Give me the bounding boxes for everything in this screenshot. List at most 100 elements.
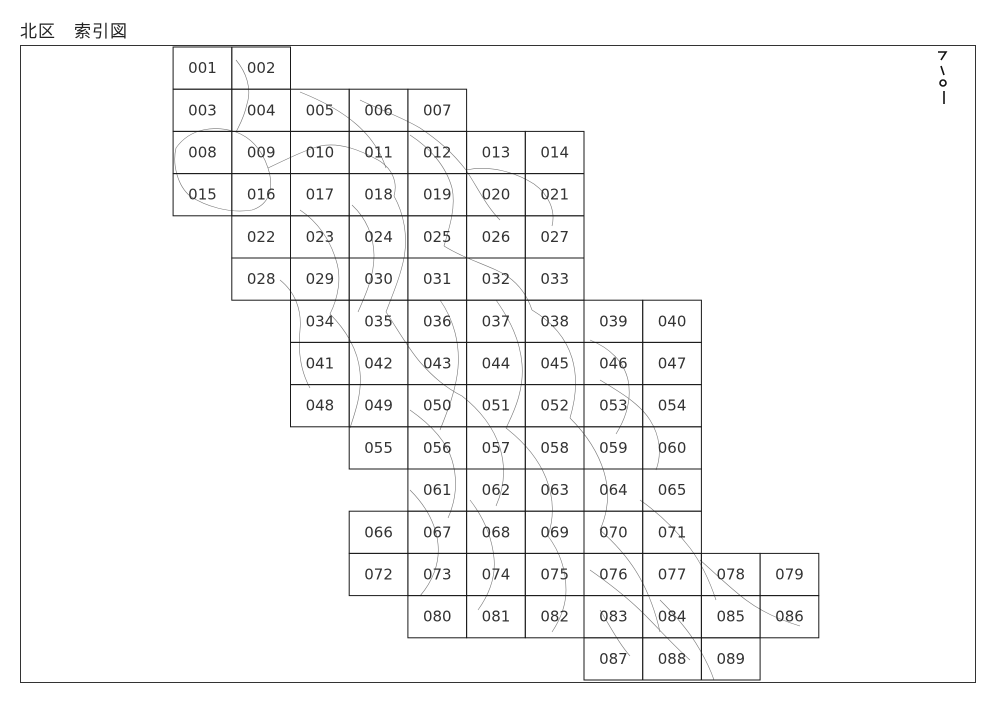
- map-tile-069[interactable]: 069: [524, 510, 585, 554]
- map-tile-044[interactable]: 044: [466, 341, 526, 386]
- map-tile-039[interactable]: 039: [583, 299, 644, 343]
- map-tile-017[interactable]: 017: [290, 173, 350, 217]
- map-tile-023[interactable]: 023: [290, 215, 350, 259]
- map-tile-018[interactable]: 018: [348, 173, 409, 217]
- map-tile-042[interactable]: 042: [348, 341, 409, 386]
- tile-number: 063: [540, 481, 569, 499]
- tile-number: 085: [716, 608, 745, 626]
- map-tile-005[interactable]: 005: [290, 88, 350, 132]
- map-tile-059[interactable]: 059: [583, 426, 644, 470]
- tile-number: 050: [423, 397, 452, 415]
- map-tile-050[interactable]: 050: [407, 384, 468, 428]
- map-tile-020[interactable]: 020: [466, 173, 526, 217]
- map-tile-010[interactable]: 010: [290, 130, 350, 175]
- map-tile-078[interactable]: 078: [700, 552, 761, 597]
- map-tile-053[interactable]: 053: [583, 384, 644, 428]
- tile-number: 003: [188, 101, 217, 119]
- tile-number: 061: [423, 481, 452, 499]
- map-tile-036[interactable]: 036: [407, 299, 468, 343]
- map-tile-032[interactable]: 032: [466, 257, 526, 301]
- tile-number: 029: [306, 270, 335, 288]
- tile-number: 046: [599, 355, 628, 373]
- map-tile-027[interactable]: 027: [524, 215, 585, 259]
- map-tile-062[interactable]: 062: [466, 468, 526, 512]
- map-tile-083[interactable]: 083: [583, 595, 644, 639]
- map-tile-054[interactable]: 054: [642, 384, 702, 428]
- tile-number: 028: [247, 270, 276, 288]
- map-tile-012[interactable]: 012: [407, 130, 468, 175]
- map-tile-016[interactable]: 016: [231, 173, 292, 217]
- map-tile-031[interactable]: 031: [407, 257, 468, 301]
- map-tile-082[interactable]: 082: [524, 595, 585, 639]
- map-tile-038[interactable]: 038: [524, 299, 585, 343]
- map-tile-008[interactable]: 008: [172, 130, 233, 175]
- map-tile-076[interactable]: 076: [583, 552, 644, 597]
- map-frame: [20, 45, 976, 683]
- map-tile-028[interactable]: 028: [231, 257, 292, 301]
- map-tile-040[interactable]: 040: [642, 299, 702, 343]
- map-tile-079[interactable]: 079: [759, 552, 820, 597]
- map-tile-022[interactable]: 022: [231, 215, 292, 259]
- map-tile-087[interactable]: 087: [583, 637, 644, 681]
- tile-number: 083: [599, 608, 628, 626]
- map-tile-021[interactable]: 021: [524, 173, 585, 217]
- map-tile-060[interactable]: 060: [642, 426, 702, 470]
- map-tile-089[interactable]: 089: [700, 637, 761, 681]
- map-tile-055[interactable]: 055: [348, 426, 409, 470]
- map-tile-004[interactable]: 004: [231, 88, 292, 132]
- map-tile-085[interactable]: 085: [700, 595, 761, 639]
- map-tile-057[interactable]: 057: [466, 426, 526, 470]
- map-tile-049[interactable]: 049: [348, 384, 409, 428]
- map-tile-075[interactable]: 075: [524, 552, 585, 597]
- map-tile-065[interactable]: 065: [642, 468, 702, 512]
- tile-number: 033: [540, 270, 569, 288]
- map-tile-013[interactable]: 013: [466, 130, 526, 175]
- map-tile-001[interactable]: 001: [172, 46, 233, 90]
- tile-number: 057: [482, 439, 511, 457]
- map-tile-019[interactable]: 019: [407, 173, 468, 217]
- map-tile-014[interactable]: 014: [524, 130, 585, 175]
- map-tile-030[interactable]: 030: [348, 257, 409, 301]
- map-tile-080[interactable]: 080: [407, 595, 468, 639]
- map-tile-048[interactable]: 048: [290, 384, 350, 428]
- map-tile-073[interactable]: 073: [407, 552, 468, 597]
- map-tile-070[interactable]: 070: [583, 510, 644, 554]
- map-tile-029[interactable]: 029: [290, 257, 350, 301]
- map-tile-071[interactable]: 071: [642, 510, 702, 554]
- map-tile-063[interactable]: 063: [524, 468, 585, 512]
- map-tile-086[interactable]: 086: [759, 595, 820, 639]
- tile-number: 069: [540, 523, 569, 541]
- map-tile-009[interactable]: 009: [231, 130, 292, 175]
- map-tile-007[interactable]: 007: [407, 88, 468, 132]
- map-tile-033[interactable]: 033: [524, 257, 585, 301]
- map-tile-051[interactable]: 051: [466, 384, 526, 428]
- map-tile-003[interactable]: 003: [172, 88, 233, 132]
- map-tile-061[interactable]: 061: [407, 468, 468, 512]
- map-tile-088[interactable]: 088: [642, 637, 702, 681]
- map-tile-081[interactable]: 081: [466, 595, 526, 639]
- tile-number: 067: [423, 523, 452, 541]
- map-tile-026[interactable]: 026: [466, 215, 526, 259]
- map-tile-066[interactable]: 066: [348, 510, 409, 554]
- tile-number: 053: [599, 397, 628, 415]
- map-tile-067[interactable]: 067: [407, 510, 468, 554]
- map-tile-064[interactable]: 064: [583, 468, 644, 512]
- map-tile-037[interactable]: 037: [466, 299, 526, 343]
- tile-number: 051: [482, 397, 511, 415]
- map-tile-077[interactable]: 077: [642, 552, 702, 597]
- map-tile-074[interactable]: 074: [466, 552, 526, 597]
- tile-number: 041: [306, 355, 335, 373]
- map-tile-072[interactable]: 072: [348, 552, 409, 597]
- map-tile-047[interactable]: 047: [642, 341, 702, 386]
- map-tile-056[interactable]: 056: [407, 426, 468, 470]
- map-tile-084[interactable]: 084: [642, 595, 702, 639]
- map-tile-046[interactable]: 046: [583, 341, 644, 386]
- map-tile-024[interactable]: 024: [348, 215, 409, 259]
- map-tile-002[interactable]: 002: [231, 46, 292, 90]
- map-tile-006[interactable]: 006: [348, 88, 409, 132]
- map-tile-011[interactable]: 011: [348, 130, 409, 175]
- map-tile-035[interactable]: 035: [348, 299, 409, 343]
- map-tile-025[interactable]: 025: [407, 215, 468, 259]
- map-tile-068[interactable]: 068: [466, 510, 526, 554]
- map-tile-058[interactable]: 058: [524, 426, 585, 470]
